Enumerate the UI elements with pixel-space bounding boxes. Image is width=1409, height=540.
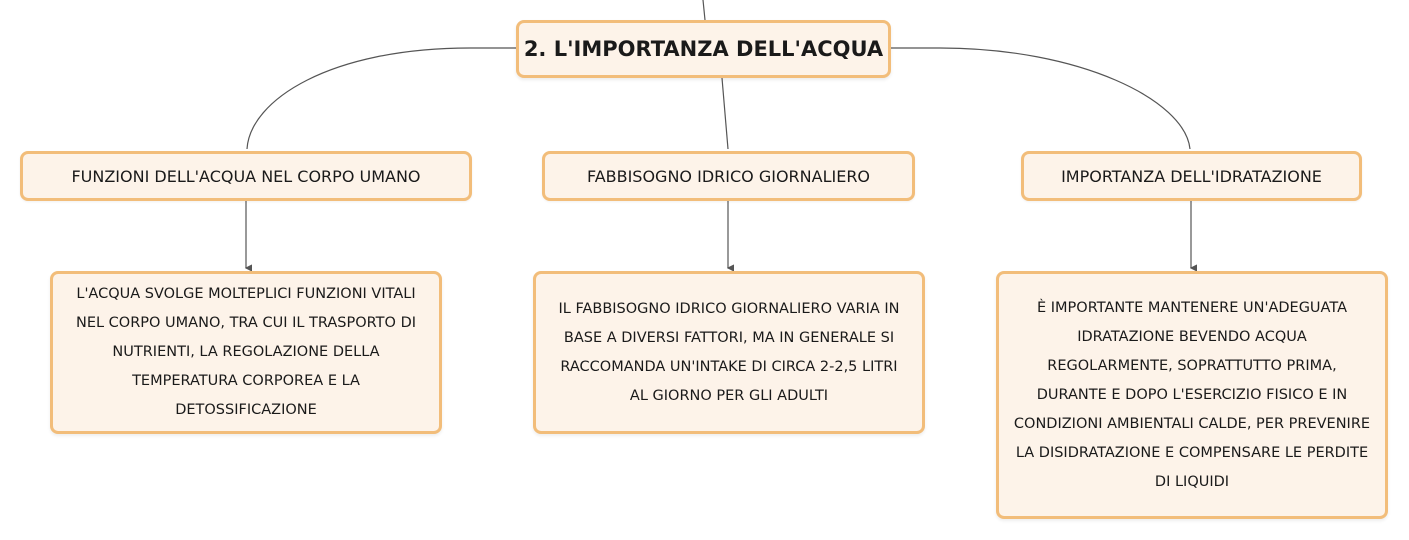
topic-functions-label: FUNZIONI DELL'ACQUA NEL CORPO UMANO: [71, 166, 421, 186]
topic-functions[interactable]: FUNZIONI DELL'ACQUA NEL CORPO UMANO: [20, 151, 472, 201]
detail-daily-requirement-text: IL FABBISOGNO IDRICO GIORNALIERO VARIA I…: [558, 300, 900, 404]
central-topic-label: 2. L'IMPORTANZA DELL'ACQUA: [523, 37, 884, 61]
topic-hydration-label: IMPORTANZA DELL'IDRATAZIONE: [1061, 166, 1322, 186]
detail-functions-text: L'ACQUA SVOLGE MOLTEPLICI FUNZIONI VITAL…: [75, 286, 417, 418]
detail-daily-requirement[interactable]: IL FABBISOGNO IDRICO GIORNALIERO VARIA I…: [533, 271, 925, 434]
topic-hydration[interactable]: IMPORTANZA DELL'IDRATAZIONE: [1021, 151, 1362, 201]
topic-daily-requirement[interactable]: FABBISOGNO IDRICO GIORNALIERO: [542, 151, 915, 201]
detail-functions[interactable]: L'ACQUA SVOLGE MOLTEPLICI FUNZIONI VITAL…: [50, 271, 442, 434]
connector-parent: [702, 0, 706, 21]
detail-hydration-text: È IMPORTANTE MANTENERE UN'ADEGUATA IDRAT…: [1013, 299, 1371, 490]
detail-hydration[interactable]: È IMPORTANTE MANTENERE UN'ADEGUATA IDRAT…: [996, 271, 1388, 519]
connector-central-topic-3: [891, 47, 1191, 150]
central-topic[interactable]: 2. L'IMPORTANZA DELL'ACQUA: [516, 20, 891, 78]
connector-central-topic-2: [721, 77, 729, 150]
topic-daily-requirement-label: FABBISOGNO IDRICO GIORNALIERO: [586, 166, 871, 186]
connector-central-topic-1: [246, 47, 516, 150]
